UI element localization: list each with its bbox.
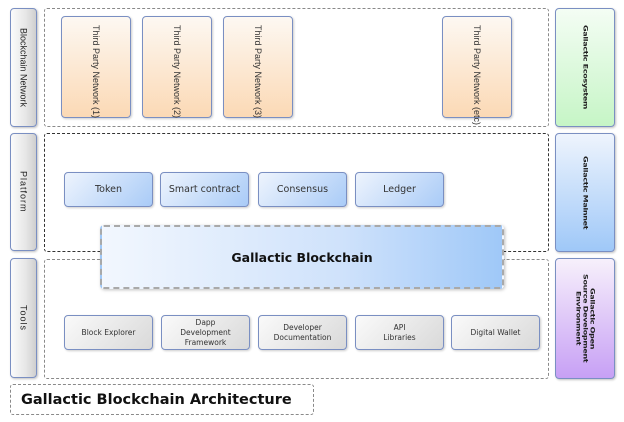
tool-dapp-framework: Dapp Development Framework (161, 315, 250, 350)
third-party-network-1: Third Party Network (1) (61, 16, 131, 118)
layer-label-text: Platform (18, 171, 29, 213)
right-label-text: Gallactic Open Source Development Enviro… (574, 274, 596, 363)
right-label-ecosystem: Gallactic Ecosystem (555, 8, 615, 127)
platform-consensus: Consensus (258, 172, 347, 207)
platform-smart-contract: Smart contract (160, 172, 249, 207)
network-label: Third Party Network (3) (253, 25, 263, 119)
right-label-mainnet: Gallactic Mainnet (555, 133, 615, 252)
third-party-network-3: Third Party Network (3) (223, 16, 293, 118)
layer-label-blockchain-network: Blockchain Network (10, 8, 37, 127)
layer-label-tools: Tools (10, 258, 37, 378)
gallactic-blockchain-core: Gallactic Blockchain (100, 225, 504, 289)
tool-api-libraries: API Libraries (355, 315, 444, 350)
tool-developer-documentation: Developer Documentation (258, 315, 347, 350)
layer-label-platform: Platform (10, 133, 37, 251)
right-label-dev-environment: Gallactic Open Source Development Enviro… (555, 258, 615, 379)
platform-token: Token (64, 172, 153, 207)
diagram-title: Gallactic Blockchain Architecture (10, 384, 314, 415)
blockchain-network-zone (44, 8, 549, 127)
third-party-network-2: Third Party Network (2) (142, 16, 212, 118)
layer-label-text: Tools (18, 304, 29, 331)
network-label: Third Party Network (etc) (472, 25, 482, 126)
layer-label-text: Blockchain Network (18, 27, 29, 108)
network-label: Third Party Network (1) (91, 25, 101, 119)
right-label-text: Gallactic Ecosystem (581, 25, 589, 110)
right-label-text: Gallactic Mainnet (581, 155, 589, 230)
platform-ledger: Ledger (355, 172, 444, 207)
tool-block-explorer: Block Explorer (64, 315, 153, 350)
network-label: Third Party Network (2) (172, 25, 182, 119)
third-party-network-etc: Third Party Network (etc) (442, 16, 512, 125)
tool-digital-wallet: Digital Wallet (451, 315, 540, 350)
